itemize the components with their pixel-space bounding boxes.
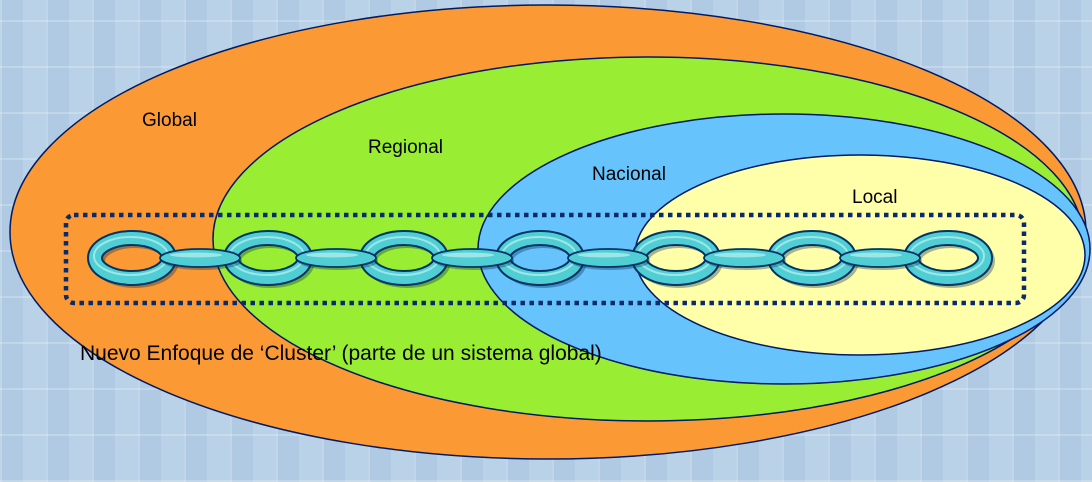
chain-connector bbox=[431, 248, 514, 270]
chain-connector bbox=[159, 248, 242, 270]
label-global: Global bbox=[142, 110, 197, 131]
chain-connector bbox=[567, 248, 650, 270]
chain-connector bbox=[839, 248, 922, 270]
label-nacional: Nacional bbox=[592, 164, 666, 185]
label-regional: Regional bbox=[368, 137, 443, 158]
chain-connector bbox=[703, 248, 786, 270]
cluster-caption: Nuevo Enfoque de ‘Cluster’ (parte de un … bbox=[80, 342, 602, 365]
cluster-dotted-box bbox=[63, 212, 1027, 306]
chain-connector bbox=[295, 248, 378, 270]
label-local: Local bbox=[852, 187, 897, 208]
chain bbox=[87, 230, 995, 288]
